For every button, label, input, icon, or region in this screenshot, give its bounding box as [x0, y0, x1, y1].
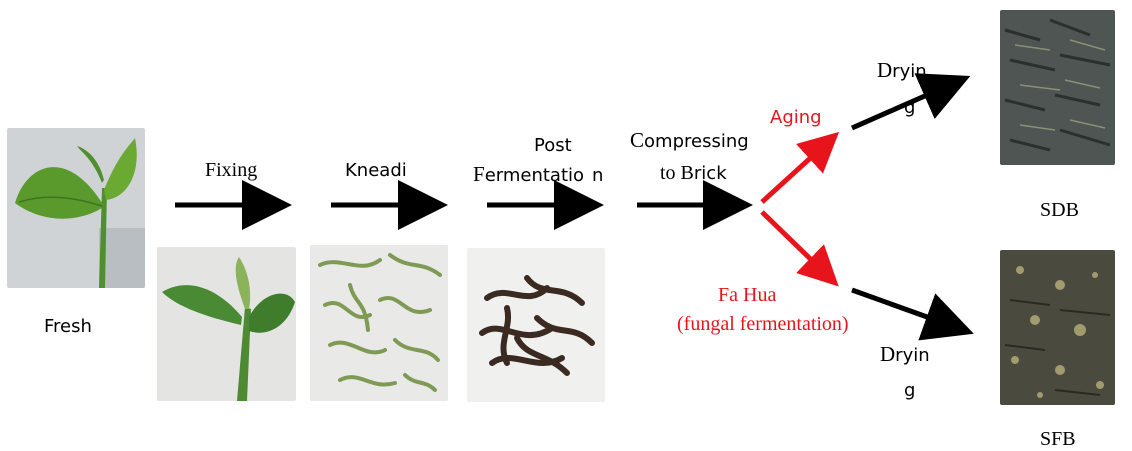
label-drying-top-suffix: g — [904, 97, 915, 118]
label-drying-bottom-suffix: g — [904, 380, 915, 401]
label-fa-hua-line2: (fungal fermentation) — [677, 313, 849, 336]
label-fa-hua-line1: Fa Hua — [718, 284, 776, 307]
label-compressing-line2: to Brick — [660, 162, 727, 185]
label-post-fermentation-line1: Post — [534, 135, 572, 156]
label-drying-top: Dryin — [877, 58, 927, 83]
arrow-drying-bottom — [852, 290, 955, 327]
label-aging: Aging — [770, 107, 822, 128]
label-drying-bottom: Dryin — [880, 342, 930, 367]
label-kneading: Kneadi — [345, 160, 407, 181]
label-fixing: Fixing — [205, 159, 257, 182]
arrow-fa-hua — [762, 212, 828, 276]
label-sfb: SFB — [1040, 428, 1076, 451]
label-sdb: SDB — [1040, 199, 1079, 222]
arrow-aging — [762, 142, 828, 202]
arrow-drying-top — [852, 84, 952, 128]
label-compressing-line1: Compressing — [630, 128, 749, 153]
label-fresh: Fresh — [44, 316, 92, 337]
